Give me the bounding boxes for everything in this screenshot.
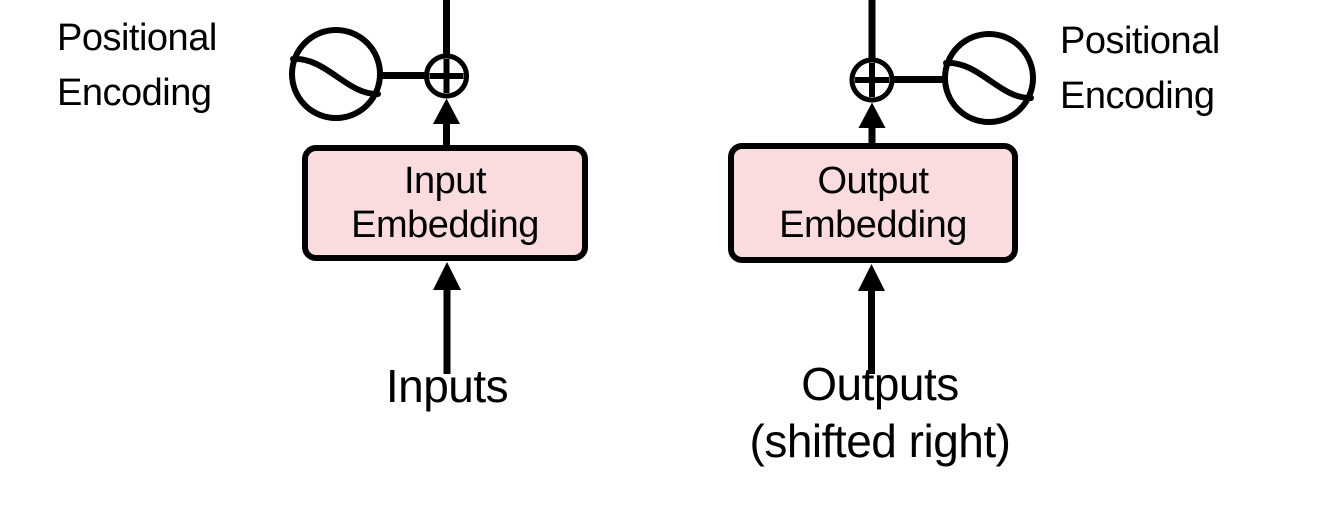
decoder-arrow-outputs-to-box-head [858, 264, 885, 291]
outputs-label: Outputs (shifted right) [750, 356, 1011, 470]
output-embedding-box-line1: Output [817, 160, 929, 202]
input-embedding-box: Input Embedding [302, 145, 588, 261]
output-embedding-box-line2: Embedding [779, 204, 967, 246]
sine-wave [290, 55, 381, 98]
add-icon [849, 57, 895, 103]
input-embedding-box-line2: Embedding [351, 204, 539, 246]
positional-encoding-label-decoder: Positional Encoding [1060, 14, 1220, 124]
decoder-flow [849, 0, 1036, 374]
encoder-arrow-box-to-add-head [433, 98, 460, 124]
inputs-label-line1: Inputs [385, 360, 509, 412]
positional-encoding-label-line2: Encoding [57, 72, 212, 114]
positional-encoding-icon [942, 31, 1036, 125]
positional-encoding-icon [289, 27, 383, 121]
output-embedding-box: Output Embedding [728, 143, 1018, 263]
positional-encoding-label-line2: Encoding [1060, 75, 1215, 117]
encoder-arrow-inputs-to-box-head [433, 262, 461, 290]
positional-encoding-label-line1: Positional [57, 17, 217, 59]
outputs-label-line1: Outputs [801, 358, 959, 410]
add-icon [424, 53, 469, 99]
inputs-label: Inputs [385, 358, 509, 415]
outputs-label-line2: (shifted right) [749, 415, 1011, 467]
input-embedding-box-line1: Input [403, 160, 487, 202]
sine-wave [943, 59, 1034, 102]
positional-encoding-label-line1: Positional [1060, 20, 1220, 62]
positional-encoding-label-encoder: Positional Encoding [57, 11, 217, 121]
encoder-flow [289, 0, 469, 374]
decoder-arrow-box-to-add-head [858, 102, 886, 128]
